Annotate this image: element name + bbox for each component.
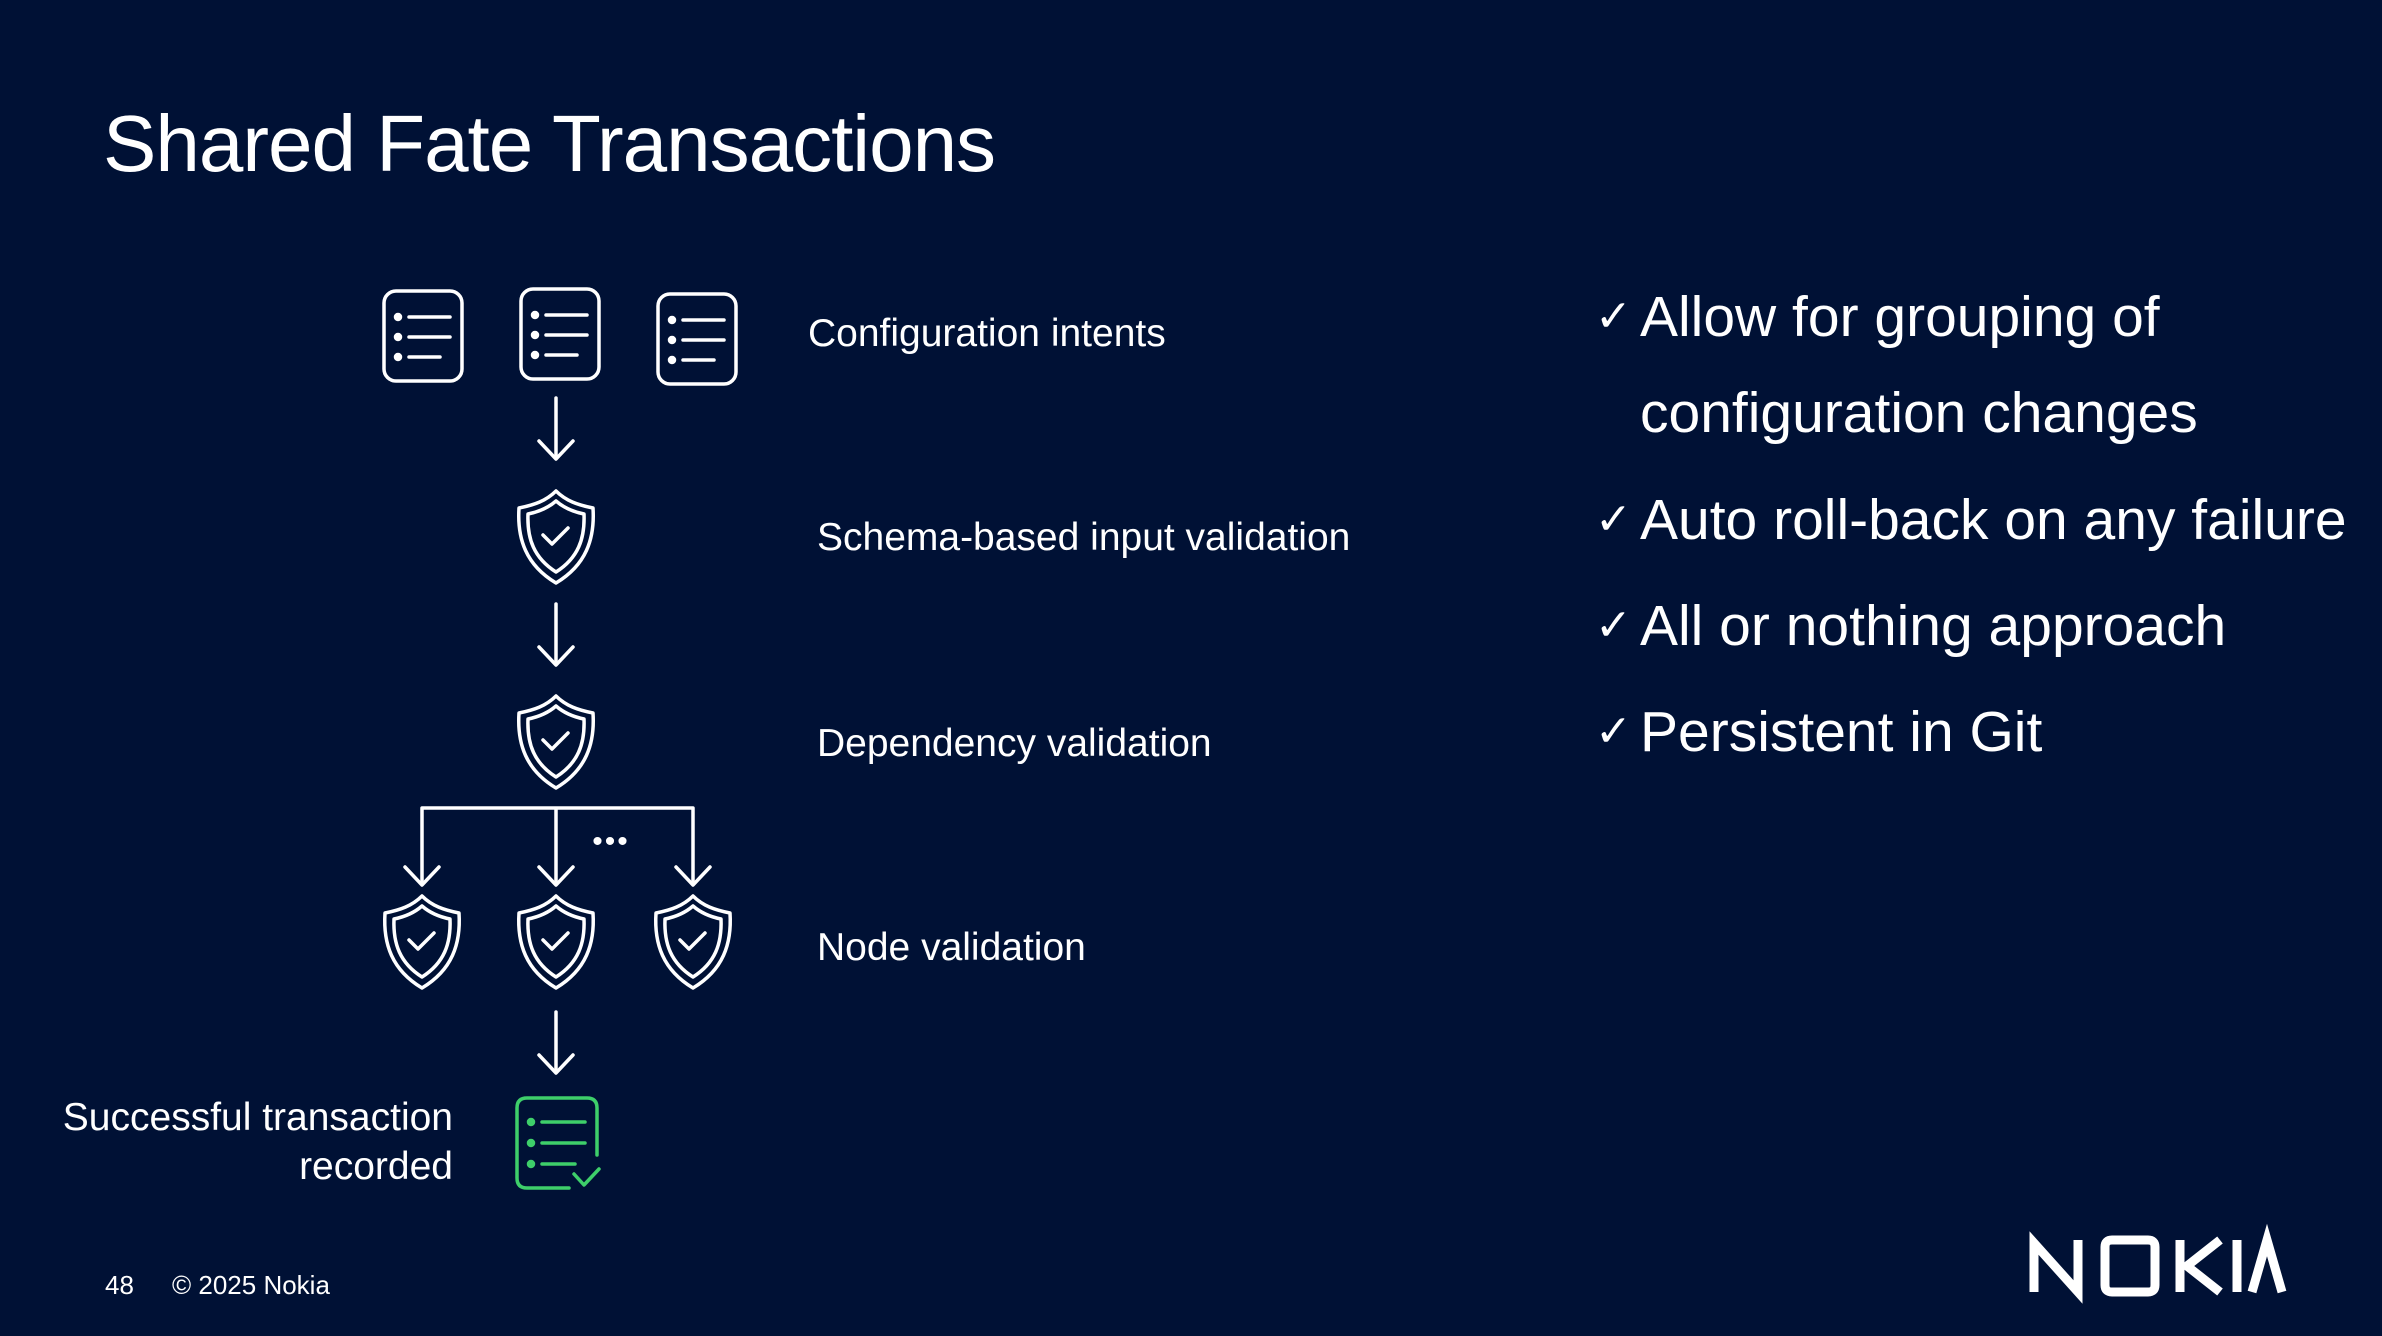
bullet-item: ✓All or nothing approach — [1595, 593, 2226, 659]
arrow-down-icon — [537, 1010, 575, 1075]
nokia-logo — [2029, 1223, 2287, 1304]
document-check-icon — [515, 1096, 601, 1190]
bullet-item: ✓Allow for grouping of — [1595, 284, 2160, 350]
check-icon: ✓ — [1595, 495, 1632, 544]
arrow-down-icon — [537, 602, 575, 667]
step-label-dependency: Dependency validation — [817, 722, 1212, 765]
bullet-text: Allow for grouping of — [1640, 285, 2160, 349]
branch-arrowheads — [403, 865, 712, 887]
shield-check-icon — [516, 694, 596, 790]
slide-title: Shared Fate Transactions — [103, 99, 996, 188]
step-label-success: Successful transaction recorded — [3, 1093, 453, 1191]
document-list-icon — [656, 292, 738, 386]
check-icon: ✓ — [1595, 292, 1632, 341]
success-line-2: recorded — [299, 1145, 453, 1188]
bullet-text: All or nothing approach — [1640, 594, 2227, 658]
document-list-icon — [382, 289, 464, 383]
shield-check-icon — [516, 489, 596, 585]
bullet-item: ✓Auto roll-back on any failure — [1595, 487, 2347, 553]
branch-connector — [420, 806, 695, 886]
page-number: 48 — [105, 1270, 134, 1300]
step-label-node: Node validation — [817, 926, 1086, 969]
step-label-schema: Schema-based input validation — [817, 516, 1351, 559]
bullet-text: Persistent in Git — [1640, 700, 2043, 764]
shield-check-icon — [382, 894, 462, 990]
copyright: © 2025 Nokia — [172, 1270, 330, 1300]
shield-check-icon — [516, 894, 596, 990]
check-icon: ✓ — [1595, 601, 1632, 650]
bullet-text: Auto roll-back on any failure — [1640, 488, 2347, 552]
check-icon: ✓ — [1595, 707, 1632, 756]
ellipsis-more-nodes: ••• — [592, 825, 630, 858]
shield-check-icon — [653, 894, 733, 990]
document-list-icon — [519, 287, 601, 381]
bullet-item: ✓Persistent in Git — [1595, 699, 2042, 765]
arrow-down-icon — [537, 396, 575, 461]
success-line-1: Successful transaction — [62, 1096, 453, 1139]
bullet-continuation: configuration changes — [1640, 381, 2198, 445]
step-label-intents: Configuration intents — [808, 312, 1166, 355]
